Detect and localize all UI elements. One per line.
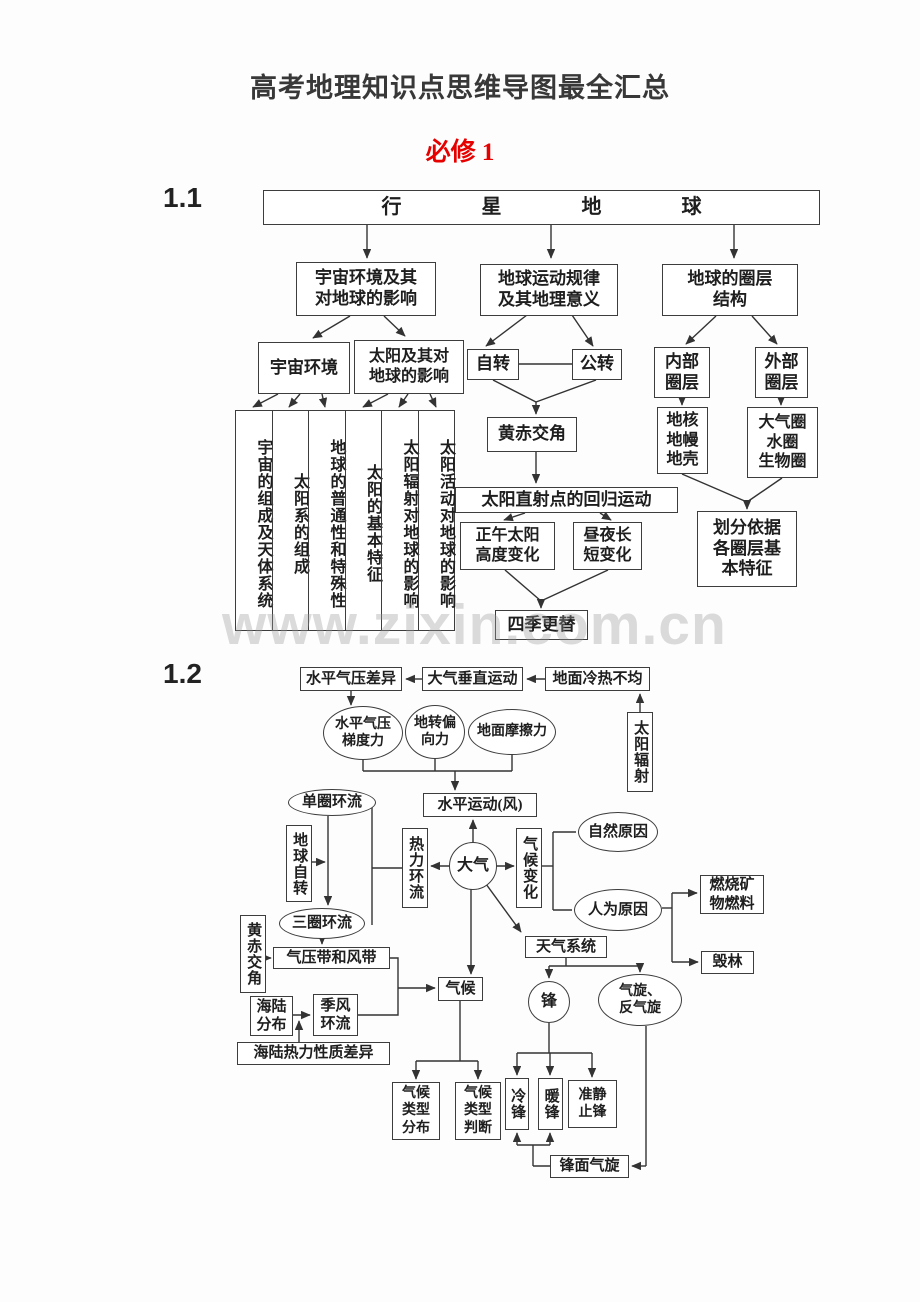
node-climate-change: 气候变化 xyxy=(516,828,542,908)
node-external-spheres: 外部 圈层 xyxy=(755,347,808,398)
node-earth-motion-laws: 地球运动规律 及其地理意义 xyxy=(480,264,618,316)
node-cosmic-environment-effect: 宇宙环境及其 对地球的影响 xyxy=(296,262,436,316)
node-cosmic-environment: 宇宙环境 xyxy=(258,342,350,394)
node-climate-type-judgment: 气候 类型 判断 xyxy=(455,1082,501,1140)
node-rotation: 自转 xyxy=(467,349,519,380)
node-subsolar-point-movement: 太阳直射点的回归运动 xyxy=(455,487,678,513)
node-surface-friction: 地面摩擦力 xyxy=(468,709,556,755)
node-cold-front: 冷锋 xyxy=(505,1078,529,1130)
node-solar-radiation: 太阳辐射 xyxy=(627,712,653,792)
node-column-group: 宇宙的组成及天体系统 太阳系的组成 地球的普通性和特殊性 太阳的基本特征 太阳辐… xyxy=(235,410,455,631)
node-land-sea-distribution: 海陆 分布 xyxy=(250,996,293,1036)
node-day-night-length: 昼夜长 短变化 xyxy=(573,522,642,570)
node-pressure-belts-wind-belts: 气压带和风带 xyxy=(273,947,390,969)
node-earth-sphere-structure: 地球的圈层 结构 xyxy=(662,264,798,316)
col-solar-radiation-effect: 太阳辐射对地球的影响 xyxy=(381,411,418,630)
node-frontal-cyclone: 锋面气旋 xyxy=(550,1155,629,1178)
node-sun-effect-on-earth: 太阳及其对 地球的影响 xyxy=(354,340,464,394)
node-atmosphere-hydrosphere-biosphere: 大气圈 水圈 生物圈 xyxy=(747,407,818,478)
node-earth-rotation: 地球自转 xyxy=(286,825,312,902)
node-climate: 气候 xyxy=(438,977,483,1001)
section-1-2-label: 1.2 xyxy=(163,658,202,689)
node-pressure-gradient-force: 水平气压 梯度力 xyxy=(323,706,403,760)
node-single-cell-circulation: 单圈环流 xyxy=(288,789,376,816)
node-deforestation: 毁林 xyxy=(701,951,754,974)
node-ecliptic-obliquity: 黄赤交角 xyxy=(487,417,577,452)
node-internal-spheres: 内部 圈层 xyxy=(654,347,710,398)
node-weather-systems: 天气系统 xyxy=(525,936,607,958)
col-universe-composition: 宇宙的组成及天体系统 xyxy=(254,438,272,609)
node-climate-type-distribution: 气候 类型 分布 xyxy=(392,1082,440,1140)
node-front: 锋 xyxy=(528,981,570,1023)
node-monsoon-circulation: 季风 环流 xyxy=(313,994,358,1036)
node-four-seasons: 四季更替 xyxy=(495,610,588,640)
node-noon-sun-altitude: 正午太阳 高度变化 xyxy=(460,522,555,570)
col-solar-system-composition: 太阳系的组成 xyxy=(271,411,308,630)
col-earth-ordinariness-uniqueness: 地球的普通性和特殊性 xyxy=(308,411,345,630)
page-subtitle: 必修 1 xyxy=(425,139,495,166)
node-atmosphere: 大气 xyxy=(449,842,497,890)
node-coriolis-force: 地转偏 向力 xyxy=(405,705,465,759)
col-solar-activity-effect: 太阳活动对地球的影响 xyxy=(417,411,454,630)
node-horizontal-motion-wind: 水平运动(风) xyxy=(423,793,537,817)
col-sun-basic-features: 太阳的基本特征 xyxy=(344,411,381,630)
node-stationary-front: 准静 止锋 xyxy=(568,1080,617,1128)
node-horizontal-pressure-difference: 水平气压差异 xyxy=(300,667,402,691)
node-natural-causes: 自然原因 xyxy=(578,812,658,852)
node-land-sea-thermal-difference: 海陆热力性质差异 xyxy=(237,1042,390,1065)
node-revolution: 公转 xyxy=(572,349,622,380)
page-title: 高考地理知识点思维导图最全汇总 xyxy=(250,73,670,103)
node-division-basis: 划分依据 各圈层基 本特征 xyxy=(697,511,797,587)
node-uneven-surface-heating: 地面冷热不均 xyxy=(545,667,650,691)
node-cyclone-anticyclone: 气旋、 反气旋 xyxy=(598,974,682,1026)
node-vertical-air-motion: 大气垂直运动 xyxy=(422,667,523,691)
section-1-1-label: 1.1 xyxy=(163,182,202,213)
node-core-mantle-crust: 地核 地幔 地壳 xyxy=(657,407,708,474)
node-three-cell-circulation: 三圈环流 xyxy=(279,908,365,939)
node-thermal-circulation: 热力环流 xyxy=(402,828,428,908)
node-planetary-earth: 行 星 地 球 xyxy=(263,190,820,225)
node-warm-front: 暖锋 xyxy=(538,1078,563,1130)
node-burning-fossil-fuels: 燃烧矿 物燃料 xyxy=(700,875,764,914)
node-human-causes: 人为原因 xyxy=(574,889,662,931)
node-ecliptic-obliquity-2: 黄赤交角 xyxy=(240,915,266,993)
